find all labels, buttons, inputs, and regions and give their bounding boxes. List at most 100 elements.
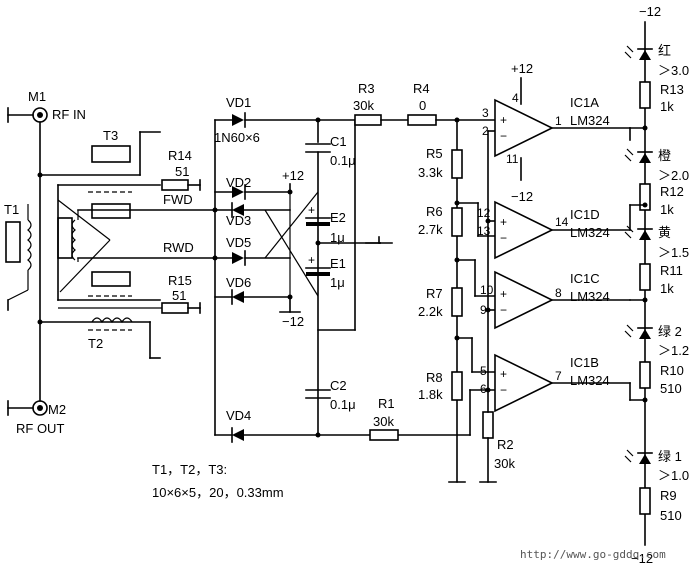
- r8-label: R8: [426, 370, 443, 385]
- rf-out-label: RF OUT: [16, 421, 64, 436]
- vd5-diode: [232, 252, 244, 264]
- opamp-section: +12 −12 + − 3 2 4 11 1 IC1A LM324 + − 12…: [477, 61, 631, 413]
- vd4-diode: [232, 429, 244, 441]
- m2-label: M2: [48, 402, 66, 417]
- t3-core: [91, 145, 131, 163]
- minus12-ic-label: −12: [511, 189, 533, 204]
- r11-resistor: [639, 263, 651, 291]
- r8-resistor: [451, 371, 463, 401]
- r3-resistor: [354, 114, 382, 126]
- r7-label: R7: [426, 286, 443, 301]
- r15-resistor: [161, 302, 189, 314]
- ic1d-part: LM324: [570, 225, 610, 240]
- r14-label: R14: [168, 148, 192, 163]
- r12-resistor: [639, 183, 651, 211]
- note-line1: T1，T2，T3:: [152, 462, 227, 477]
- svg-text:5: 5: [480, 364, 487, 378]
- t1-coil: [27, 219, 32, 271]
- input-resistors: R3 30k R4 0 R1 30k: [353, 81, 496, 441]
- watermark: http://www.go-gddq.com: [520, 548, 666, 561]
- r13-value: 1k: [660, 99, 674, 114]
- svg-text:3: 3: [482, 106, 489, 120]
- r4-resistor: [407, 114, 437, 126]
- c1-value: 0.1μ: [330, 153, 356, 168]
- r6-resistor: [451, 207, 463, 237]
- r7-resistor: [451, 287, 463, 317]
- divider-section: R5 3.3k R6 2.7k R7 2.2k R8 1.8k: [418, 117, 515, 483]
- vd3-label: VD3: [226, 213, 251, 228]
- svg-text:−: −: [500, 303, 507, 317]
- e2-value: 1μ: [330, 230, 345, 245]
- r2-label: R2: [497, 437, 514, 452]
- ic1b-label: IC1B: [570, 355, 599, 370]
- svg-text:−: −: [500, 129, 507, 143]
- r1-resistor: [369, 429, 399, 441]
- vd1-label: VD1: [226, 95, 251, 110]
- r6-value: 2.7k: [418, 222, 443, 237]
- c2-label: C2: [330, 378, 347, 393]
- led-ladder: −12 红 ＞3.0 R13 1k 橙 ＞2.0 R12 1k 黄 ＞1.5 R…: [624, 4, 689, 566]
- r9-resistor: [639, 487, 651, 515]
- r3-value: 30k: [353, 98, 374, 113]
- r5-resistor: [451, 149, 463, 179]
- led-orange-threshold: ＞2.0: [658, 168, 689, 183]
- minus12-mid-label: −12: [282, 314, 304, 329]
- svg-text:13: 13: [477, 224, 491, 238]
- led-yellow-color: 黄: [658, 225, 671, 240]
- led-orange: [639, 153, 651, 163]
- r3-label: R3: [358, 81, 375, 96]
- r12-label: R12: [660, 184, 684, 199]
- rwd-label: RWD: [163, 240, 194, 255]
- r14-value: 51: [175, 164, 189, 179]
- svg-text:14: 14: [555, 215, 569, 229]
- ic1a-opamp: [494, 98, 554, 158]
- vd2-diode: [232, 186, 244, 198]
- vd3-diode: [232, 204, 244, 216]
- led-red-threshold: ＞3.0: [658, 63, 689, 78]
- r11-label: R11: [660, 263, 683, 278]
- led-green2-threshold: ＞1.2: [658, 343, 689, 358]
- r7-value: 2.2k: [418, 304, 443, 319]
- r2-resistor: [482, 411, 494, 439]
- e1-label: E1: [330, 256, 346, 271]
- ic1a-label: IC1A: [570, 95, 599, 110]
- t1-label: T1: [4, 202, 19, 217]
- ic1a-part: LM324: [570, 113, 610, 128]
- svg-text:2: 2: [482, 124, 489, 138]
- plus12-mid-label: +12: [282, 168, 304, 183]
- vd2-label: VD2: [226, 175, 251, 190]
- ic1d-opamp: [494, 200, 554, 260]
- led-yellow: [639, 230, 651, 240]
- led-orange-color: 橙: [658, 148, 671, 163]
- note-line2: 10×6×5，20，0.33mm: [152, 485, 284, 500]
- minus12-top-label: −12: [639, 4, 661, 19]
- svg-text:4: 4: [512, 91, 519, 105]
- svg-text:+: +: [500, 215, 507, 229]
- r8-value: 1.8k: [418, 387, 443, 402]
- svg-text:8: 8: [555, 286, 562, 300]
- diode-section: VD1 1N60×6 VD2 VD3 VD5 VD6 VD4: [212, 95, 471, 443]
- svg-text:11: 11: [506, 152, 519, 166]
- svg-text:1: 1: [555, 114, 562, 128]
- r9-label: R9: [660, 488, 677, 503]
- svg-text:+: +: [500, 113, 507, 127]
- r5-value: 3.3k: [418, 165, 443, 180]
- e2-label: E2: [330, 210, 346, 225]
- vd1-value: 1N60×6: [214, 130, 260, 145]
- r1-value: 30k: [373, 414, 394, 429]
- svg-text:6: 6: [480, 382, 487, 396]
- vd6-label: VD6: [226, 275, 251, 290]
- ic1b-part: LM324: [570, 373, 610, 388]
- svg-text:+: +: [500, 367, 507, 381]
- r14-resistor: [161, 179, 189, 191]
- led-green-1: [639, 454, 651, 464]
- t1-core: [5, 221, 21, 263]
- r13-resistor: [639, 81, 651, 109]
- led-green2-color: 绿 2: [658, 324, 682, 339]
- r12-value: 1k: [660, 202, 674, 217]
- r4-label: R4: [413, 81, 430, 96]
- svg-text:−: −: [500, 231, 507, 245]
- svg-text:10: 10: [480, 283, 494, 297]
